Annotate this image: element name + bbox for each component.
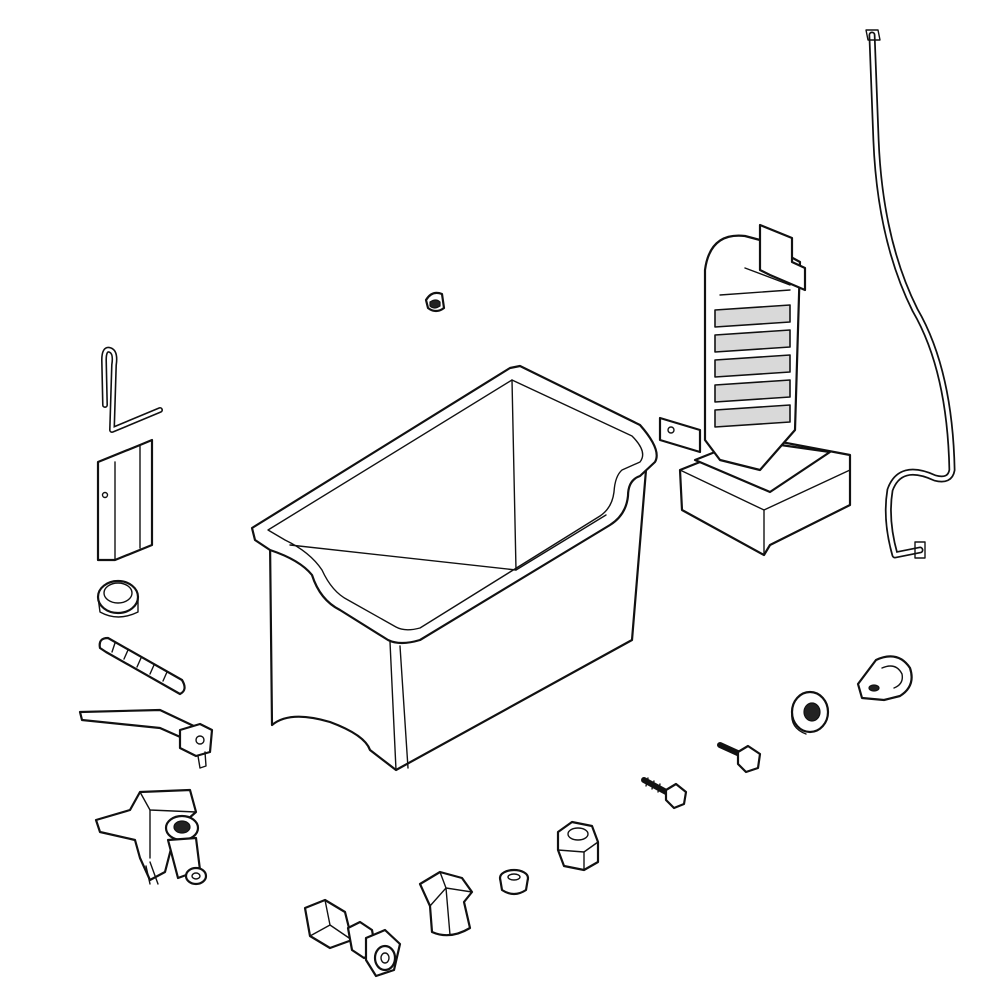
shutoff-arm [101,346,163,433]
ferrule [498,868,530,896]
fill-cup-tube [78,708,214,769]
water-fill-tube [865,29,956,559]
screw-2 [717,742,762,774]
screw-1 [641,777,688,810]
water-valve [94,788,208,886]
ice-bucket [250,364,658,772]
plug-clip [424,291,446,313]
hex-nut [556,820,600,872]
ice-maker-assembly [658,223,852,557]
bushing [790,690,830,735]
mounting-bracket [96,438,154,562]
heater-sleeve [98,636,186,696]
tube-nut [418,870,474,937]
tube-clamp [856,655,913,702]
compression-union [303,898,402,978]
grommet [96,579,140,618]
